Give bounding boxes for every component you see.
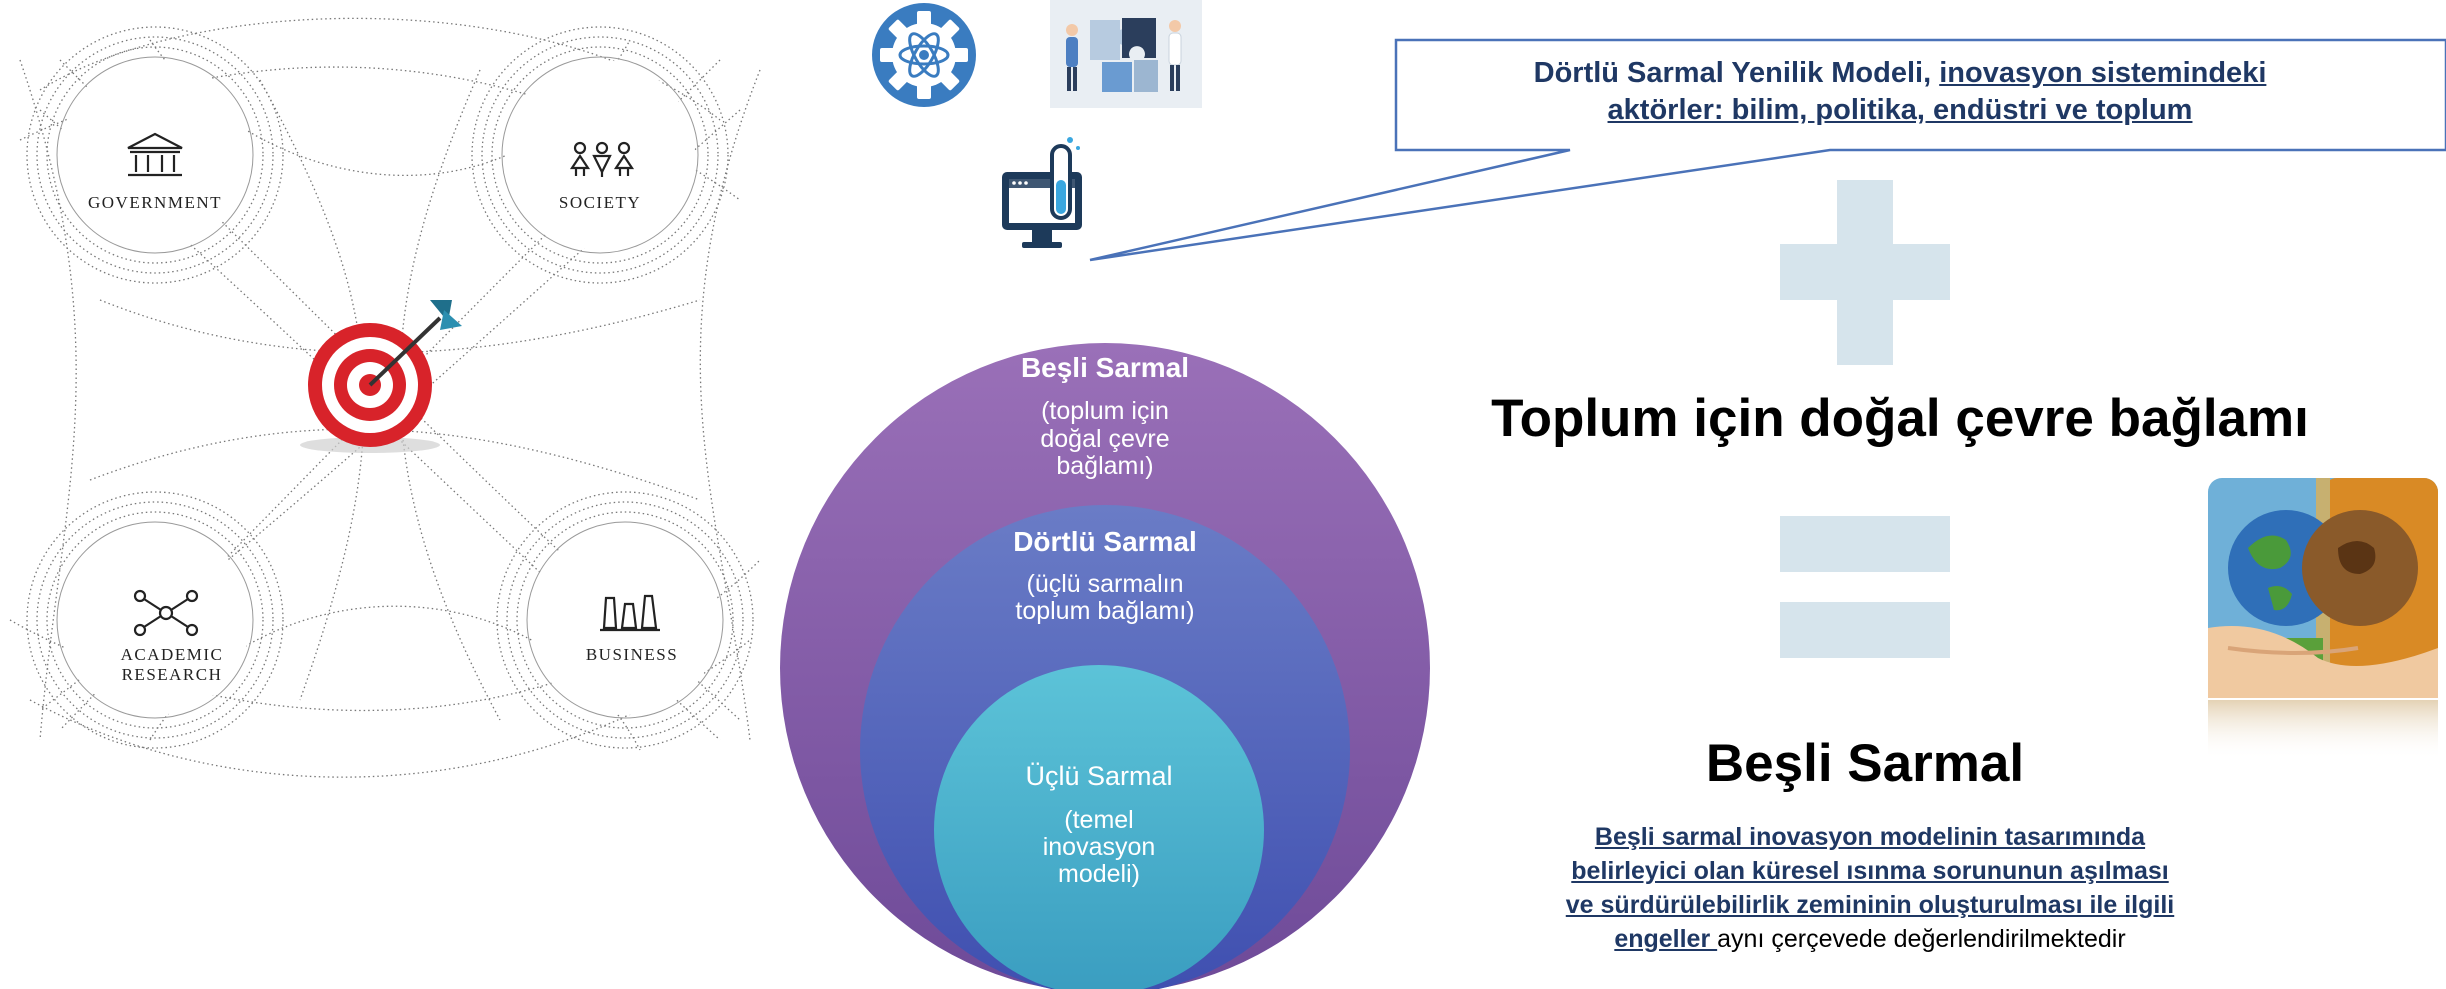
business-label: BUSINESS xyxy=(585,645,679,664)
description-line4: engeller xyxy=(1614,925,1718,953)
plus-icon xyxy=(1780,180,1950,365)
middle-circle-sub2: toplum bağlamı) xyxy=(1015,597,1195,625)
society-icon xyxy=(569,141,635,177)
gear-atom-icon xyxy=(872,3,976,107)
description-paragraph: Beşli sarmal inovasyon modelinin tasarım… xyxy=(1520,820,2220,956)
description-line1: Beşli sarmal inovasyon modelinin tasarım… xyxy=(1594,823,2146,851)
outer-circle-sub3: bağlamı) xyxy=(1056,452,1154,480)
society-label: SOCIETY xyxy=(558,193,642,212)
quadruple-helix-diagram xyxy=(9,17,761,778)
middle-circle-sub1: (üçlü sarmalın xyxy=(1026,570,1184,598)
puzzle-team-icon xyxy=(1050,0,1202,108)
callout-underlined-line2: aktörler: bilim, politika, endüstri ve t… xyxy=(1607,94,2193,126)
earth-in-hands-image xyxy=(2208,478,2438,760)
outer-circle-sub1: (toplum için xyxy=(1041,397,1169,425)
inner-circle-title: Üçlü Sarmal xyxy=(1025,761,1173,791)
government-label: GOVERNMENT xyxy=(88,193,222,212)
outer-circle-sub2: doğal çevre xyxy=(1040,425,1170,453)
academic-label-line2: RESEARCH xyxy=(121,665,223,684)
description-line2: belirleyici olan küresel ısınma sorununu… xyxy=(1571,857,2169,885)
callout-text: Dörtlü Sarmal Yenilik Modeli, inovasyon … xyxy=(1420,55,2380,129)
callout-underlined-line1: inovasyon sistemindeki xyxy=(1939,57,2267,89)
middle-circle-title: Dörtlü Sarmal xyxy=(1013,526,1197,557)
government-icon xyxy=(127,132,183,177)
network-icon xyxy=(133,589,199,637)
callout-prefix: Dörtlü Sarmal Yenilik Modeli, xyxy=(1533,57,1940,89)
target-icon xyxy=(300,300,462,453)
result-text: Beşli Sarmal xyxy=(1705,734,2025,793)
inner-circle xyxy=(934,665,1264,989)
outer-circle-title: Beşli Sarmal xyxy=(1020,352,1190,383)
context-text: Toplum için doğal çevre bağlamı xyxy=(1491,389,2309,448)
description-tail: aynı çerçevede değerlendirilmektedir xyxy=(1717,925,2126,953)
business-icon xyxy=(600,594,660,632)
inner-circle-sub1: (temel xyxy=(1064,806,1134,834)
inner-circle-sub3: modeli) xyxy=(1058,860,1140,888)
equals-icon xyxy=(1780,516,1950,658)
description-line3: ve sürdürülebilirlik zemininin oluşturul… xyxy=(1565,891,2175,919)
academic-label-line1: ACADEMIC xyxy=(120,645,224,664)
inner-circle-sub2: inovasyon xyxy=(1042,833,1156,861)
computer-test-tube-icon xyxy=(1002,137,1082,248)
